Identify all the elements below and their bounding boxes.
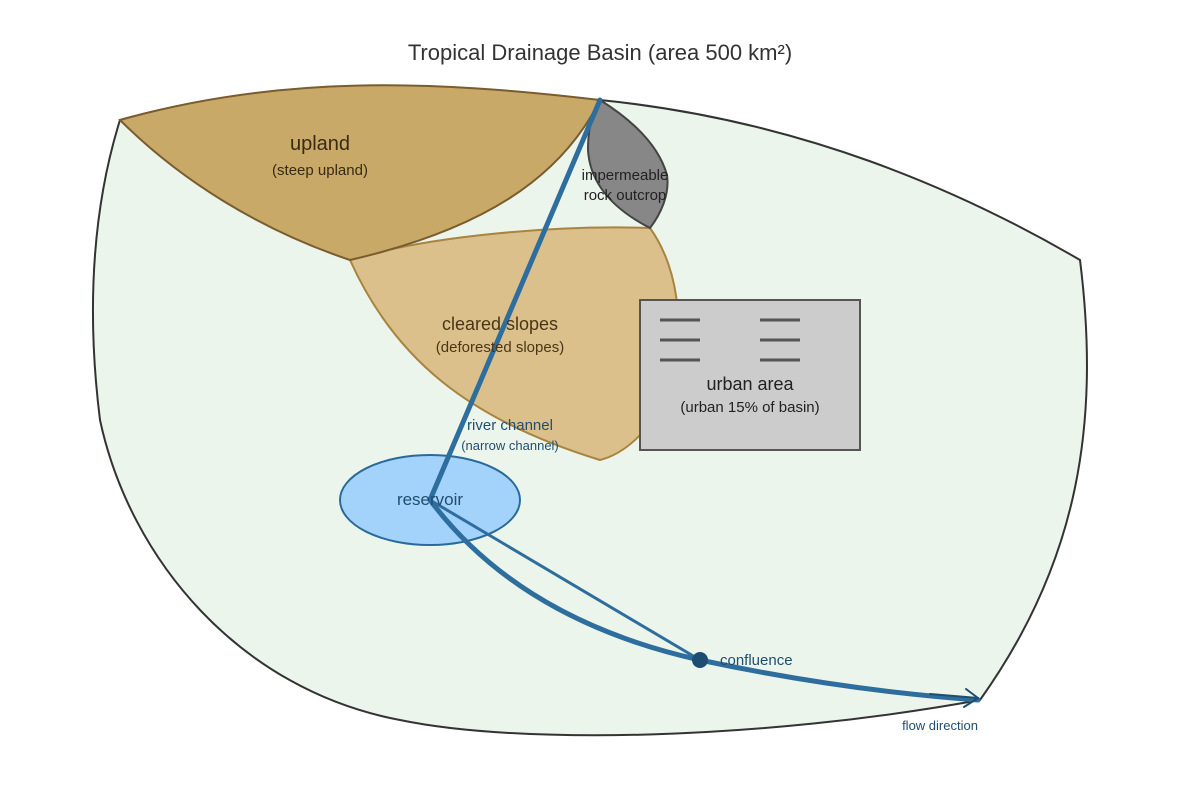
cleared-slopes-detail: (deforested slopes) [436, 339, 564, 356]
urban-area-box [639, 299, 861, 451]
river-channel-label: river channel [467, 417, 553, 434]
urban-area [639, 299, 861, 451]
upland-detail: (steep upland) [272, 162, 368, 179]
outcrop-label-line1: impermeable [582, 167, 669, 184]
cleared-slopes-label: cleared slopes [442, 314, 558, 334]
rock-outcrop-region [586, 98, 669, 230]
urban-area-detail: (urban 15% of basin) [680, 399, 819, 416]
outcrop-label-line2: rock outcrop [584, 187, 667, 204]
flow-direction-label: flow direction [902, 718, 978, 733]
diagram-title: Tropical Drainage Basin (area 500 km²) [408, 40, 792, 65]
confluence-marker [692, 652, 708, 668]
building-lines-icon [660, 318, 800, 362]
river-upper-reach [427, 97, 603, 503]
upland-region [118, 84, 602, 262]
urban-area-label: urban area [706, 374, 794, 394]
river-channel-detail: (narrow channel) [461, 438, 559, 453]
reservoir-label: reservoir [397, 490, 463, 509]
river-tributary [428, 498, 702, 662]
upland-label: upland [290, 133, 350, 155]
flow-arrow-icon [929, 688, 980, 708]
confluence-label: confluence [720, 652, 793, 669]
